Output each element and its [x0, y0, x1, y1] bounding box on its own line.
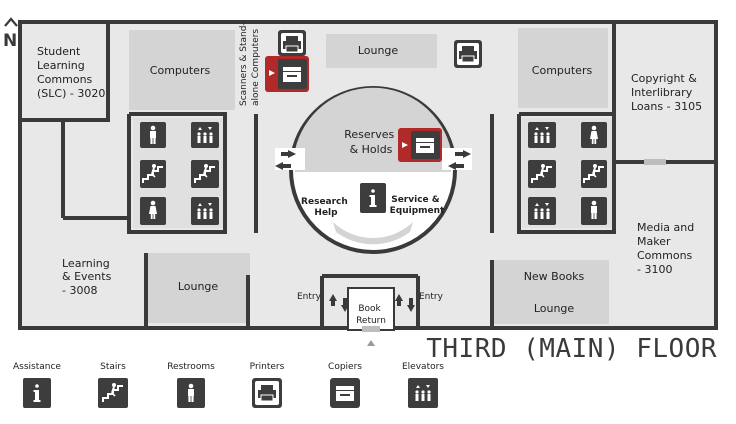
door-gap — [644, 159, 666, 165]
computers-right-room[interactable] — [518, 28, 608, 108]
book-return-booth[interactable] — [347, 287, 395, 331]
media-maker-label[interactable]: Media and Maker Commons - 3100 — [637, 221, 698, 276]
legend-label-copiers: Copiers — [328, 362, 362, 372]
new-books-label: New Books — [524, 270, 585, 283]
learning-events-label[interactable]: Learning & Events - 3008 — [62, 257, 115, 297]
book-return-arrow — [367, 340, 375, 346]
lounge-left-label: Lounge — [178, 280, 219, 293]
lounge-top-label: Lounge — [358, 44, 399, 57]
legend-label-elevators: Elevators — [402, 362, 444, 372]
compass-label: N — [3, 31, 17, 51]
legend-label-assistance: Assistance — [13, 362, 61, 372]
entry-arrows-right — [448, 150, 471, 170]
entry-right-label: Entry — [419, 292, 444, 302]
lounge-top-room[interactable] — [326, 34, 437, 68]
entry-arrows-bottom-right — [395, 294, 415, 312]
scanners-label: Scanners & Stand- alone Computers — [239, 19, 261, 106]
legend-label-printers: Printers — [250, 362, 285, 372]
entry-left-label: Entry — [297, 292, 322, 302]
reserves-label[interactable]: Reserves & Holds — [344, 128, 397, 156]
entry-arrows-left — [275, 150, 296, 170]
lounge-right-label: Lounge — [534, 302, 575, 315]
walls — [18, 20, 718, 330]
legend-label-restrooms: Restrooms — [167, 362, 215, 372]
legend-label-stairs: Stairs — [100, 362, 126, 372]
new-books-room[interactable] — [493, 260, 609, 324]
legend: Assistance Stairs Restrooms Printers Cop… — [13, 362, 444, 408]
service-equipment-label[interactable]: Service & Equipment — [390, 195, 445, 216]
lounge-left-room[interactable] — [148, 253, 250, 323]
slc-label[interactable]: Student Learning Commons (SLC) - 3020 — [37, 45, 105, 100]
computers-left-room[interactable] — [129, 30, 235, 110]
copyright-label[interactable]: Copyright & Interlibrary Loans - 3105 — [631, 72, 702, 113]
book-return-slot — [362, 326, 380, 332]
computers-left-label: Computers — [150, 64, 211, 77]
desk-counter — [333, 222, 413, 245]
entry-arrows-bottom-left — [329, 294, 349, 312]
floor-title: THIRD (MAIN) FLOOR — [426, 334, 717, 364]
research-help-label[interactable]: Research Help — [301, 197, 351, 218]
book-return-label[interactable]: Book Return — [356, 304, 386, 326]
compass-arrow-icon — [4, 17, 18, 27]
computers-right-label: Computers — [532, 64, 593, 77]
